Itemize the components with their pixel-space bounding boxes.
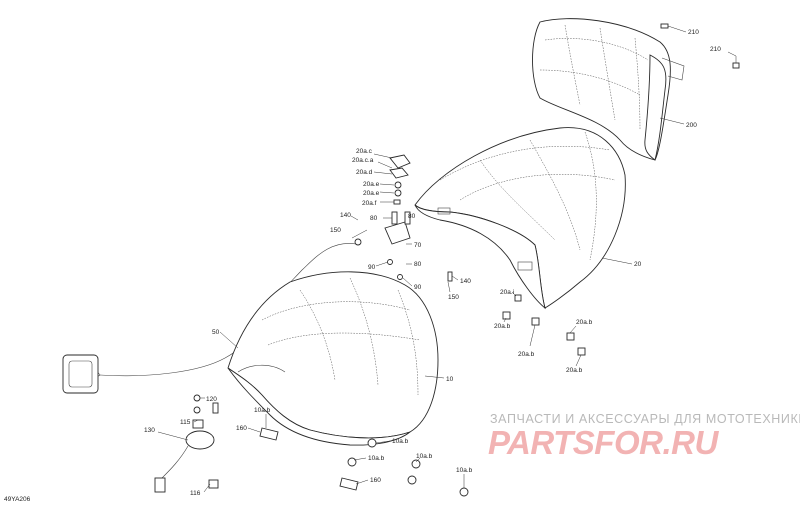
callout-210-right: 210 (710, 46, 721, 53)
callout-50: 50 (212, 329, 220, 336)
callout-20a-b-2: 20a.b (576, 319, 593, 326)
callout-210-top: 210 (688, 29, 699, 36)
leader-lines (157, 51, 737, 493)
callout-80-c: 80 (414, 261, 422, 268)
driver-seat (227, 271, 439, 446)
latch-hardware (354, 154, 586, 356)
callout-20a-e-2: 20a.e (363, 190, 380, 197)
callout-120: 120 (206, 396, 217, 403)
callout-labels: 210 210 200 20 20a.c 20a.c.a 20a.d 20a.e… (144, 29, 721, 497)
callout-116: 116 (190, 490, 201, 497)
callout-20a-e-1: 20a.e (363, 181, 380, 188)
callout-10a-b-2: 10a.b (392, 438, 409, 445)
callout-90-a: 90 (368, 264, 376, 271)
callout-20: 20 (634, 261, 642, 268)
callout-115: 115 (180, 419, 191, 426)
callout-20a-c: 20a.c (356, 148, 373, 155)
callout-20a-b-4: 20a.b (566, 367, 583, 374)
screw-210-top (660, 23, 687, 33)
callout-130: 130 (144, 427, 155, 434)
callout-10a-b-5: 10a.b (456, 467, 473, 474)
callout-10a-b-1: 10a.b (254, 407, 271, 414)
watermark-logo: PARTSFOR.RU (488, 424, 718, 461)
callout-20a-d: 20a.d (356, 169, 373, 176)
callout-140-b: 140 (460, 278, 471, 285)
callout-20a-b-3: 20a.b (518, 351, 535, 358)
callout-200: 200 (686, 122, 697, 129)
diagram-code: 49YA206 (4, 496, 31, 503)
callout-10a-b-4: 10a.b (416, 453, 433, 460)
screw-210-right (732, 56, 740, 69)
callout-160-a: 160 (236, 425, 247, 432)
callout-70: 70 (414, 242, 422, 249)
callout-80-a: 80 (370, 215, 378, 222)
lower-hardware (154, 394, 469, 497)
callout-20a-c-a: 20a.c.a (352, 157, 374, 164)
callout-20a-b-1: 20a.b (494, 323, 511, 330)
callout-160-b: 160 (370, 477, 381, 484)
callout-140-a: 140 (340, 212, 351, 219)
passenger-seat (414, 127, 626, 310)
callout-10a-b-3: 10a.b (368, 455, 385, 462)
callout-90-b: 90 (414, 284, 422, 291)
watermark-tagline: ЗАПЧАСТИ И АКСЕССУАРЫ ДЛЯ МОТОТЕХНИКИ (490, 412, 800, 426)
callout-20a-i: 20a.i (500, 289, 514, 296)
callout-10: 10 (446, 376, 454, 383)
callout-80-b: 80 (408, 213, 416, 220)
callout-20a-f: 20a.f (362, 200, 377, 207)
backrest (532, 18, 685, 161)
callout-150-a: 150 (330, 227, 341, 234)
callout-150-b: 150 (448, 294, 459, 301)
